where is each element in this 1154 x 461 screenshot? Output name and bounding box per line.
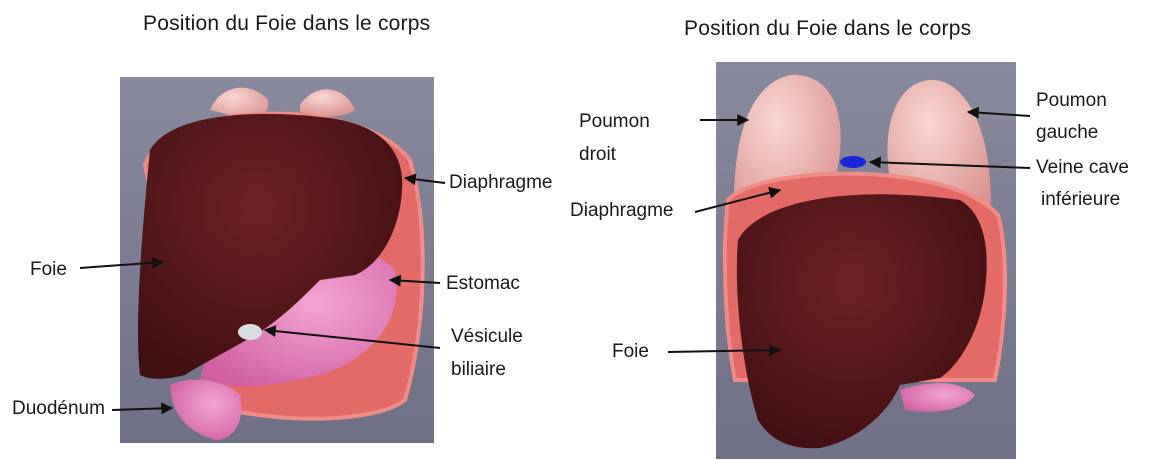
- vena-cava-shape: [840, 156, 866, 168]
- label-poumon-droit-line1: Poumon: [579, 110, 650, 134]
- label-foie-right: Foie: [612, 340, 649, 364]
- gallbladder-shape: [238, 324, 262, 340]
- label-duodenum: Duodénum: [12, 397, 105, 421]
- label-poumon-droit-line2: droit: [579, 143, 616, 167]
- left-3d-view: [120, 77, 434, 443]
- label-veine-line1: Veine cave: [1036, 156, 1129, 180]
- label-vesicule-line2: biliaire: [451, 358, 506, 382]
- label-poumon-gauche-line2: gauche: [1036, 121, 1098, 145]
- label-diaphragme-right: Diaphragme: [570, 199, 674, 223]
- label-diaphragme-left: Diaphragme: [449, 171, 553, 195]
- label-veine-line2: inférieure: [1041, 188, 1120, 212]
- label-poumon-gauche-line1: Poumon: [1036, 89, 1107, 113]
- label-vesicule-line1: Vésicule: [451, 325, 523, 349]
- label-estomac: Estomac: [446, 272, 520, 296]
- label-foie-left: Foie: [30, 258, 67, 282]
- right-3d-view: [716, 62, 1016, 459]
